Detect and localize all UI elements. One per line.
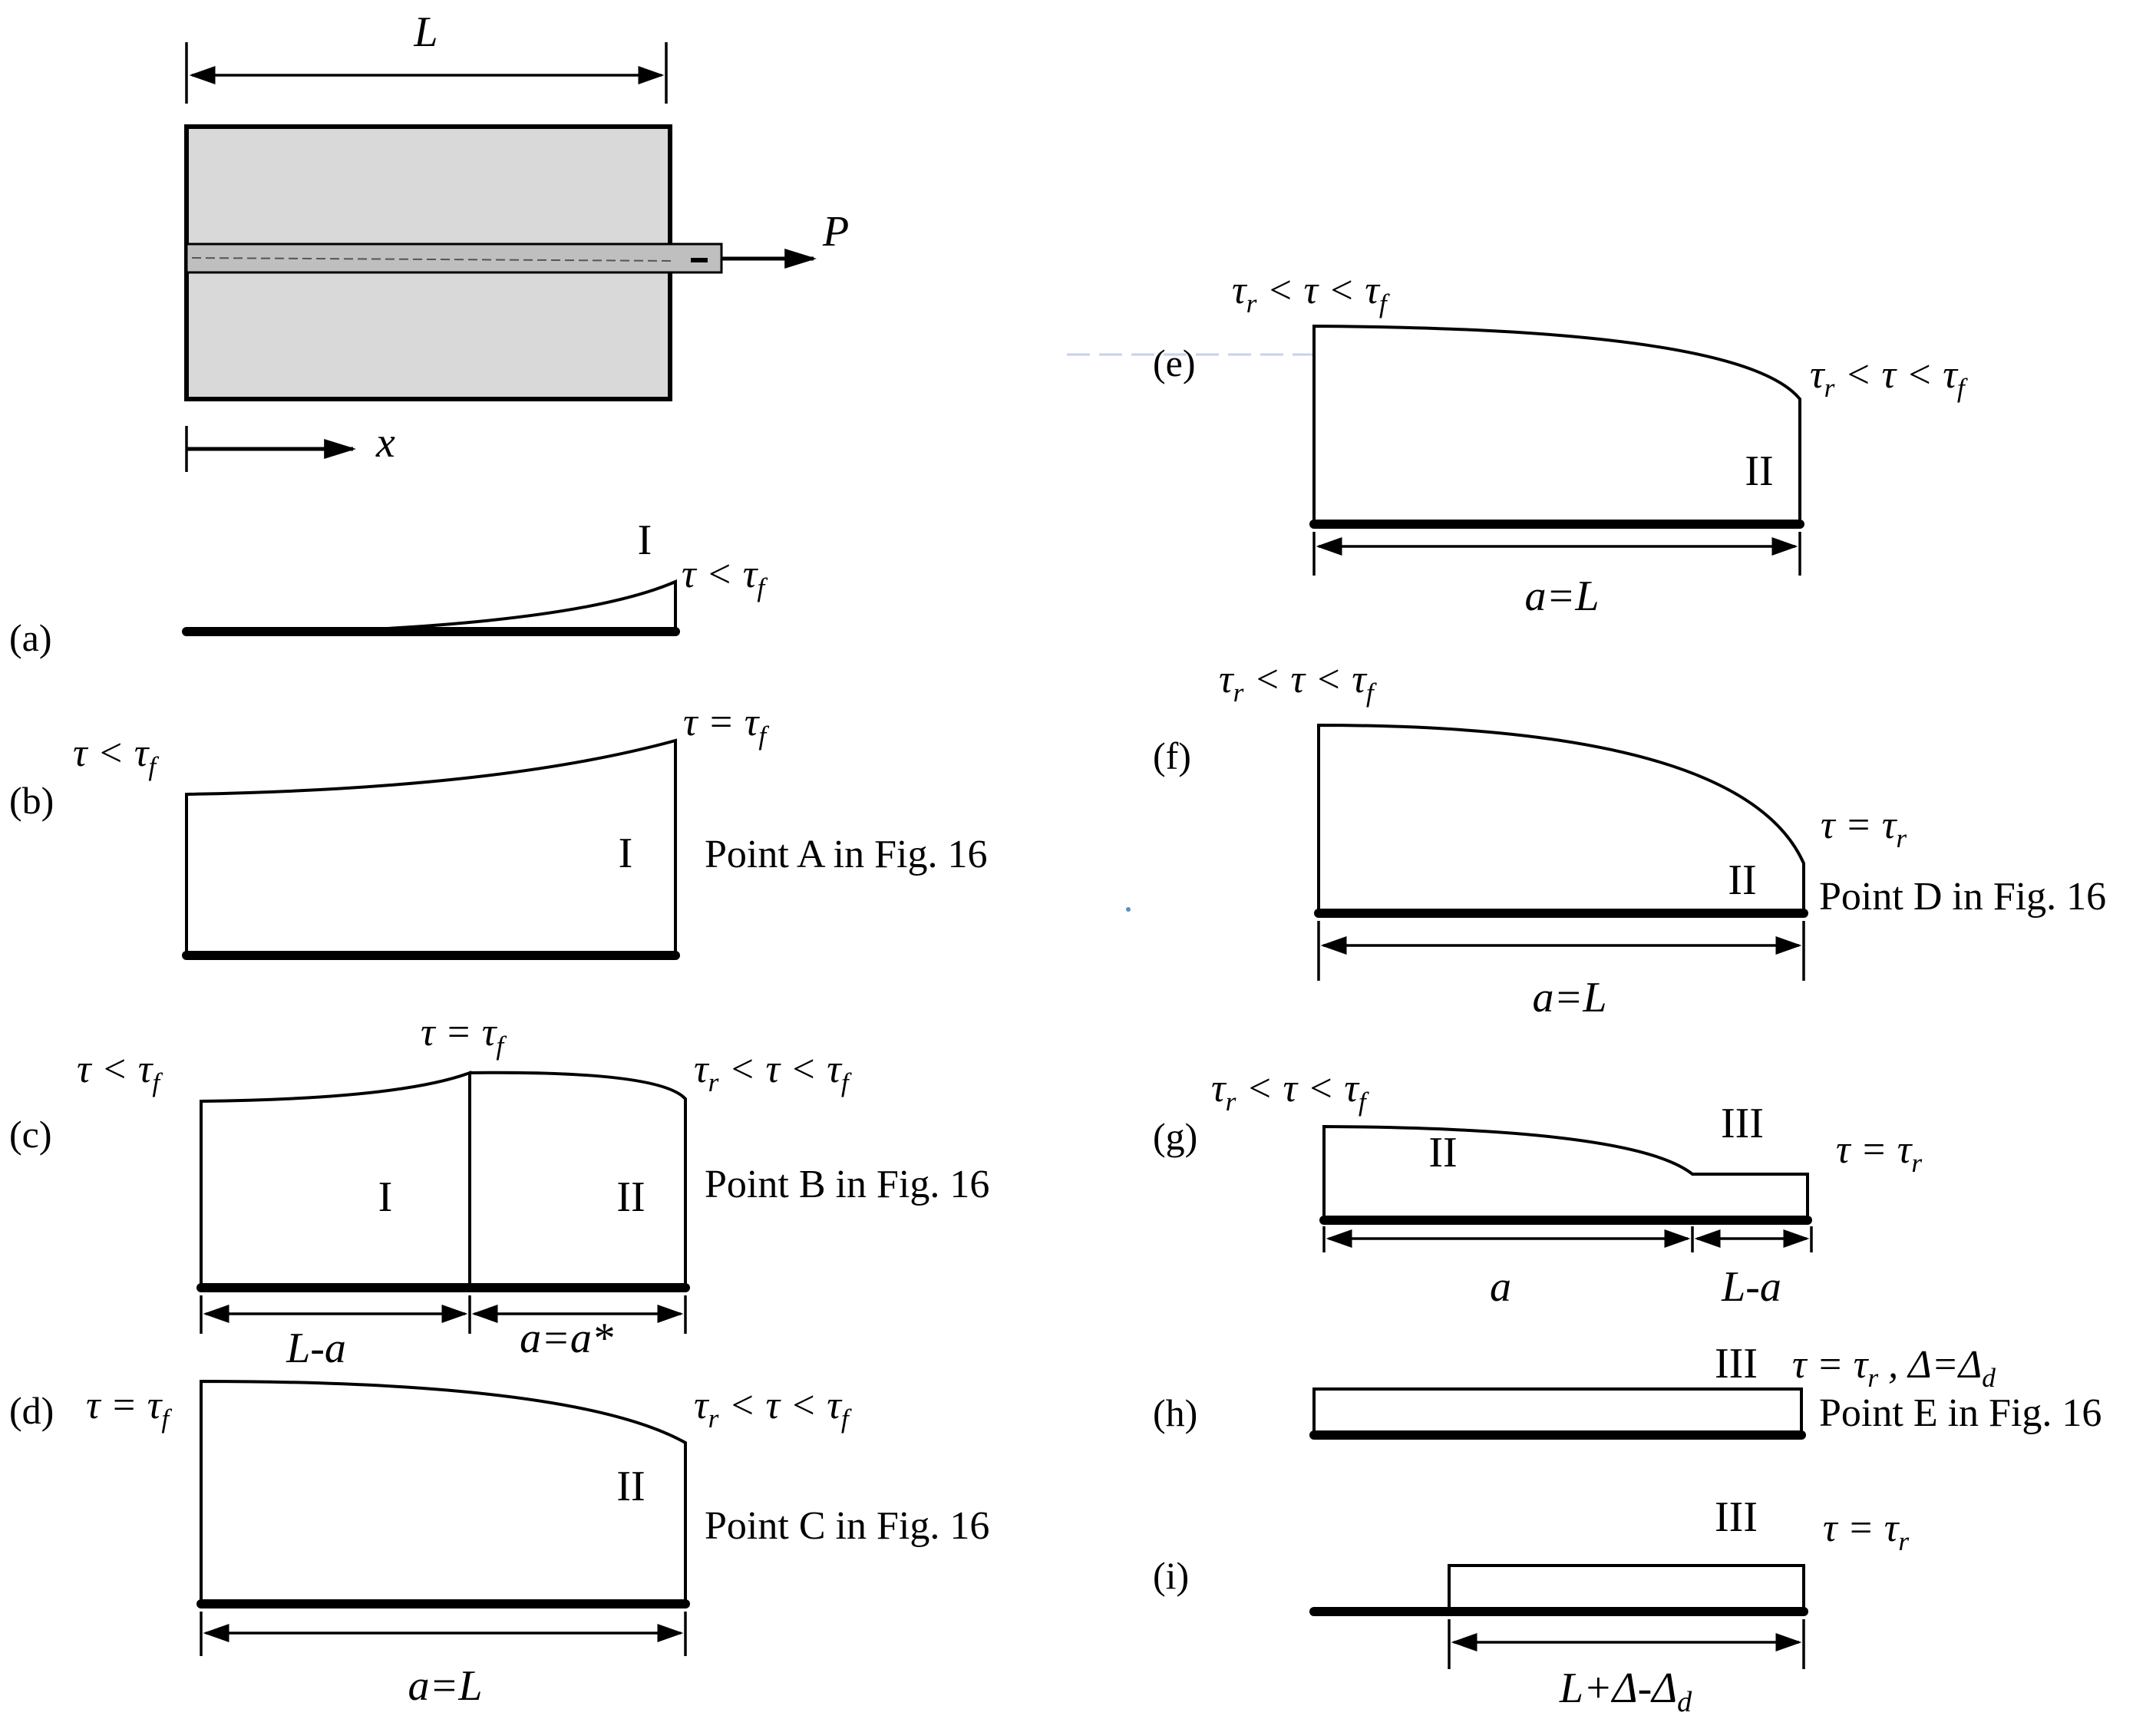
panel-c-stress-left: τ < τf​	[77, 1048, 163, 1097]
panel-f-region: II	[1728, 856, 1756, 904]
panel-f-stress-right: τ = τr​	[1821, 803, 1907, 853]
panel-g-dim-left: a	[1490, 1263, 1511, 1311]
panel-g-tag: (g)	[1153, 1115, 1197, 1158]
panel-f: (f) τr​ < τ < τf​ τ = τr​ II Point D in …	[1153, 658, 2106, 1021]
panel-c-region-right: II	[616, 1173, 645, 1221]
panel-h-note: Point E in Fig. 16	[1819, 1391, 2102, 1435]
panel-g-region-right: III	[1721, 1100, 1764, 1147]
panel-c: (c) τ < τf​ τ = τf​ τr​ < τ < τf​ I II P…	[9, 1011, 989, 1372]
panel-i-tag: (i)	[1153, 1554, 1189, 1597]
panel-c-region-left: I	[378, 1173, 393, 1221]
panel-b-stress-left: τ < τf​	[73, 731, 159, 781]
panel-c-stress-right: τr​ < τ < τf​	[694, 1048, 852, 1097]
panel-b-region: I	[619, 830, 633, 877]
panel-c-tag: (c)	[9, 1113, 52, 1156]
panel-e-region: II	[1745, 447, 1773, 495]
panel-d-dim: a=L	[408, 1662, 483, 1710]
panel-h-tag: (h)	[1153, 1391, 1197, 1434]
panel-c-dim-left: L-a	[286, 1325, 346, 1372]
panel-g-dim-right: L-a	[1721, 1263, 1781, 1311]
panel-d-stress-left: τ = τf​	[86, 1384, 172, 1434]
panel-g: (g) τr​ < τ < τf​ τ = τr​ II III a L-a	[1153, 1067, 1922, 1311]
length-label: L	[413, 8, 437, 56]
panel-a: (a) I τ < τf​	[9, 516, 768, 659]
panel-b: (b) τ < τf​ τ = τf​ I Point A in Fig. 16	[9, 701, 987, 960]
panel-c-stress-mid: τ = τf​	[421, 1011, 507, 1061]
panel-g-region-left: II	[1428, 1129, 1457, 1176]
x-axis-label: x	[375, 419, 395, 467]
panel-e-stress-right: τr​ < τ < τf​	[1810, 353, 1968, 403]
panel-i: (i) III τ = τr​ L+Δ-Δd​	[1153, 1493, 1909, 1718]
panel-g-stress-right: τ = τr​	[1836, 1128, 1922, 1178]
panel-d-stress-right: τr​ < τ < τf​	[694, 1384, 852, 1434]
specimen-figure: L P x	[184, 8, 849, 472]
panel-a-tag: (a)	[9, 616, 52, 659]
panel-a-region: I	[638, 516, 652, 564]
panel-i-stress-right: τ = τr​	[1823, 1506, 1909, 1556]
panel-f-tag: (f)	[1153, 734, 1191, 777]
panel-c-note: Point B in Fig. 16	[705, 1163, 989, 1206]
panel-d-note: Point C in Fig. 16	[705, 1504, 989, 1548]
panel-f-stress-left: τr​ < τ < τf​	[1219, 658, 1377, 708]
force-label: P	[822, 208, 849, 256]
panel-h: (h) III τ = τr​ , Δ=Δd​ Point E in Fig. …	[1153, 1340, 2102, 1440]
panel-i-dim: L+Δ-Δd​	[1559, 1665, 1692, 1718]
panel-e-tag: (e)	[1153, 341, 1196, 384]
panel-e: (e) τr​ < τ < τf​ τr​ < τ < τf​ II a=L	[1067, 269, 1968, 620]
panel-d: (d) τ = τf​ τr​ < τ < τf​ II Point C in …	[9, 1379, 989, 1710]
panel-h-stress-right: τ = τr​ , Δ=Δd​	[1792, 1343, 1996, 1393]
panel-b-stress-right: τ = τf​	[683, 701, 769, 751]
panel-e-stress-left: τr​ < τ < τf​	[1232, 269, 1390, 318]
panel-e-dim: a=L	[1525, 572, 1600, 620]
panel-d-region: II	[616, 1463, 645, 1510]
panel-i-region: III	[1715, 1493, 1758, 1541]
panel-b-note: Point A in Fig. 16	[705, 833, 987, 876]
panel-f-note: Point D in Fig. 16	[1819, 875, 2106, 919]
panel-b-tag: (b)	[9, 779, 54, 822]
panel-h-region: III	[1715, 1340, 1758, 1387]
panel-d-tag: (d)	[9, 1389, 54, 1432]
panel-g-stress-left: τr​ < τ < τf​	[1211, 1067, 1369, 1117]
panel-a-stress-right: τ < τf​	[682, 553, 768, 602]
panel-c-dim-right: a=a*	[520, 1315, 613, 1362]
panel-f-dim: a=L	[1533, 974, 1607, 1021]
